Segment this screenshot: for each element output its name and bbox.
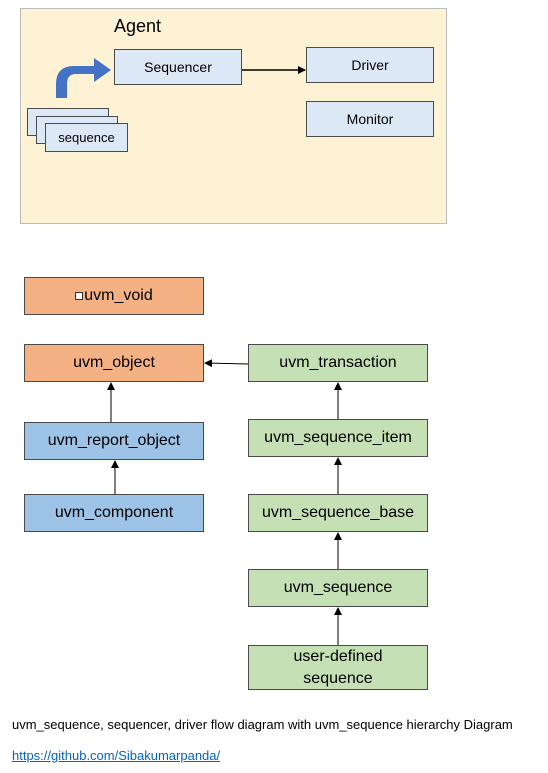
agent-title: Agent (114, 16, 162, 36)
square-icon (75, 292, 84, 300)
uvm-transaction-node: uvm_transaction (248, 344, 428, 382)
sequencer-node: Sequencer (114, 49, 242, 85)
uvm-void-node: uvm_void (24, 277, 204, 315)
transaction-to-object-arrow (204, 359, 249, 368)
diagram-caption: uvm_sequence, sequencer, driver flow dia… (12, 717, 513, 732)
uvm-void-label: uvm_void (84, 287, 153, 304)
uvm-report-object-node: uvm_report_object (24, 422, 204, 460)
uvm-component-node: uvm_component (24, 494, 204, 532)
user-defined-label-line2: sequence (303, 669, 373, 687)
uvm-sequence-node: uvm_sequence (248, 569, 428, 607)
user-defined-sequence-node: user-defined sequence (248, 645, 428, 690)
uvm-sequence-base-node: uvm_sequence_base (248, 494, 428, 532)
uvm-object-node: uvm_object (24, 344, 204, 382)
github-link[interactable]: https://github.com/Sibakumarpanda/ (12, 748, 221, 763)
sequence-node: sequence (45, 123, 128, 152)
user-defined-label-line1: user-defined (293, 647, 383, 665)
driver-node: Driver (306, 47, 434, 83)
curved-arrow-icon (56, 58, 111, 98)
uvm-sequence-item-node: uvm_sequence_item (248, 419, 428, 457)
monitor-node: Monitor (306, 101, 434, 137)
sequence-label: sequence (58, 130, 115, 145)
